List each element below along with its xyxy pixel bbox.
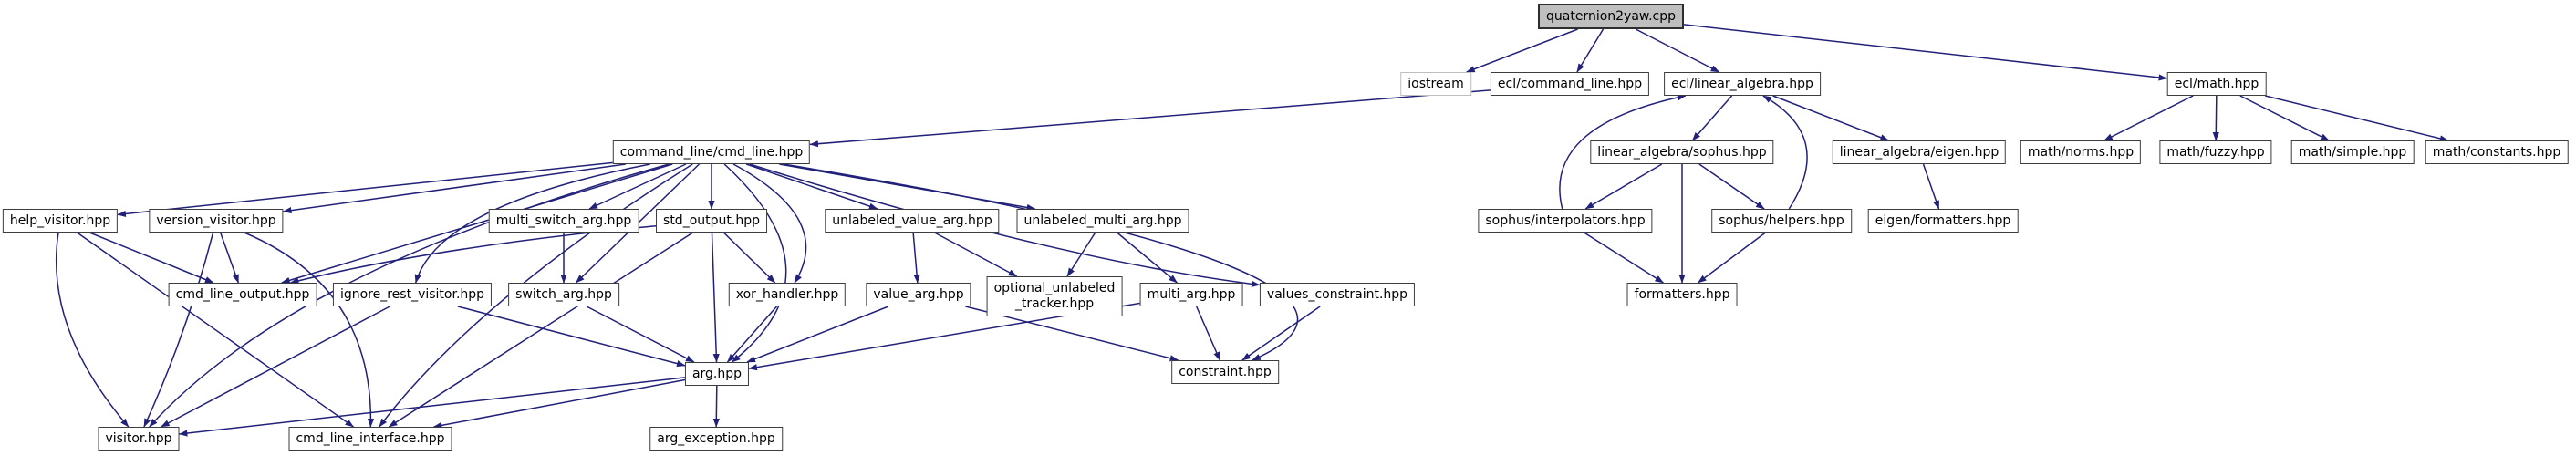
edge-sophus_helpers_hpp-to-formatters_hpp <box>1698 232 1766 284</box>
edge-cmd_line_hpp-to-cmd_line_interface_hpp <box>379 163 693 428</box>
edge-ecl_command_line_hpp-to-cmd_line_hpp <box>809 89 1491 148</box>
edge-version_visitor_hpp-to-visitor_hpp <box>143 232 214 428</box>
graph-node-value_arg_hpp[interactable]: value_arg.hpp <box>866 283 971 306</box>
edge-multi_arg_hpp-to-constraint_hpp <box>1195 306 1221 361</box>
graph-node-values_constraint_hpp[interactable]: values_constraint.hpp <box>1259 283 1416 306</box>
edge-cmd_line_hpp-to-visitor_hpp <box>149 163 670 428</box>
edge-std_output_hpp-to-cmd_line_interface_hpp <box>388 232 694 428</box>
graph-node-ecl_linear_algebra_hpp[interactable]: ecl/linear_algebra.hpp <box>1664 72 1821 96</box>
edge-cmd_line_hpp-to-xor_handler_hpp <box>732 163 807 284</box>
edge-values_constraint_hpp-to-constraint_hpp <box>1241 306 1321 361</box>
edge-switch_arg_hpp-to-arg_hpp <box>586 306 695 363</box>
graph-node-ecl_command_line_hpp[interactable]: ecl/command_line.hpp <box>1490 72 1650 96</box>
graph-node-cmd_line_hpp[interactable]: command_line/cmd_line.hpp <box>612 140 811 164</box>
edge-cmd_line_hpp-to-help_visitor_hpp <box>117 161 614 218</box>
graph-node-math_fuzzy_hpp[interactable]: math/fuzzy.hpp <box>2159 140 2272 164</box>
edge-help_visitor_hpp-to-cmd_line_output_hpp <box>88 232 214 284</box>
graph-node-switch_arg_hpp[interactable]: switch_arg.hpp <box>508 283 619 306</box>
edge-cmd_line_hpp-to-unlabeled_multi_arg_hpp <box>779 163 1036 211</box>
edge-cmd_line_hpp-to-version_visitor_hpp <box>282 163 626 214</box>
edge-value_arg_hpp-to-arg_hpp <box>746 306 889 363</box>
edge-ecl_math_hpp-to-math_norms_hpp <box>2103 95 2194 141</box>
edge-version_visitor_hpp-to-cmd_line_output_hpp <box>219 232 240 284</box>
edge-ecl_math_hpp-to-math_simple_hpp <box>2239 95 2330 141</box>
edge-ignore_rest_visitor_hpp-to-visitor_hpp <box>161 306 390 428</box>
edge-cmd_line_hpp-to-ignore_rest_visitor_hpp <box>414 163 650 284</box>
graph-node-unlabeled_value_arg_hpp[interactable]: unlabeled_value_arg.hpp <box>825 209 1000 233</box>
graph-node-arg_hpp[interactable]: arg.hpp <box>684 362 750 386</box>
graph-node-math_simple_hpp[interactable]: math/simple.hpp <box>2290 140 2415 164</box>
edge-ecl_linear_algebra_hpp-to-la_sophus_hpp <box>1691 95 1733 141</box>
edge-cmd_line_hpp-to-values_constraint_hpp <box>749 163 1261 287</box>
graph-node-help_visitor_hpp[interactable]: help_visitor.hpp <box>2 209 119 233</box>
graph-node-optional_unlabeled_tracker_hpp[interactable]: optional_unlabeled _tracker.hpp <box>986 276 1123 316</box>
graph-node-unlabeled_multi_arg_hpp[interactable]: unlabeled_multi_arg.hpp <box>1016 209 1189 233</box>
edge-cmd_line_hpp-to-multi_switch_arg_hpp <box>588 163 687 210</box>
edge-quaternion2yaw_cpp-to-ecl_math_hpp <box>1683 24 2168 81</box>
edge-unlabeled_value_arg_hpp-to-optional_unlabeled_tracker_hpp <box>934 232 1018 277</box>
edge-sophus_interpolators_hpp-to-ecl_linear_algebra_hpp <box>1559 94 1687 210</box>
graph-node-cmd_line_interface_hpp[interactable]: cmd_line_interface.hpp <box>288 427 452 451</box>
graph-node-math_constants_hpp[interactable]: math/constants.hpp <box>2425 140 2569 164</box>
edge-help_visitor_hpp-to-cmd_line_interface_hpp <box>77 232 354 428</box>
edge-quaternion2yaw_cpp-to-ecl_linear_algebra_hpp <box>1635 28 1720 73</box>
edge-arg_hpp-to-arg_exception_hpp <box>712 385 720 428</box>
edge-std_output_hpp-to-cmd_line_output_hpp <box>289 224 657 285</box>
edge-sophus_helpers_hpp-to-ecl_linear_algebra_hpp <box>1762 95 1808 210</box>
edge-xor_handler_hpp-to-arg_hpp <box>726 306 778 363</box>
edge-cmd_line_hpp-to-arg_hpp <box>723 163 787 363</box>
edge-std_output_hpp-to-arg_hpp <box>711 232 720 363</box>
graph-node-multi_arg_hpp[interactable]: multi_arg.hpp <box>1139 283 1243 306</box>
graph-node-ecl_math_hpp[interactable]: ecl/math.hpp <box>2166 72 2267 96</box>
edge-unlabeled_multi_arg_hpp-to-optional_unlabeled_tracker_hpp <box>1066 232 1096 277</box>
edge-sophus_interpolators_hpp-to-formatters_hpp <box>1584 232 1664 284</box>
edge-la_eigen_hpp-to-eigen_formatters_hpp <box>1922 163 1940 210</box>
edge-quaternion2yaw_cpp-to-iostream <box>1466 28 1578 73</box>
edge-unlabeled_value_arg_hpp-to-value_arg_hpp <box>912 232 920 284</box>
graph-node-arg_exception_hpp[interactable]: arg_exception.hpp <box>649 427 783 451</box>
graph-node-sophus_interpolators_hpp[interactable]: sophus/interpolators.hpp <box>1478 209 1653 233</box>
graph-node-la_sophus_hpp[interactable]: linear_algebra/sophus.hpp <box>1590 140 1774 164</box>
graph-node-version_visitor_hpp[interactable]: version_visitor.hpp <box>149 209 284 233</box>
graph-node-la_eigen_hpp[interactable]: linear_algebra/eigen.hpp <box>1832 140 2007 164</box>
edge-la_sophus_hpp-to-sophus_helpers_hpp <box>1698 163 1765 210</box>
graph-node-visitor_hpp[interactable]: visitor.hpp <box>98 427 180 451</box>
edge-arg_hpp-to-visitor_hpp <box>178 377 686 437</box>
edge-ignore_rest_visitor_hpp-to-arg_hpp <box>457 306 686 368</box>
graph-node-math_norms_hpp[interactable]: math/norms.hpp <box>2020 140 2142 164</box>
graph-node-std_output_hpp[interactable]: std_output.hpp <box>656 209 767 233</box>
edge-la_sophus_hpp-to-sophus_interpolators_hpp <box>1584 163 1663 210</box>
edge-help_visitor_hpp-to-visitor_hpp <box>55 232 130 428</box>
edge-version_visitor_hpp-to-cmd_line_interface_hpp <box>244 232 375 428</box>
graph-node-constraint_hpp[interactable]: constraint.hpp <box>1171 360 1279 384</box>
graph-node-iostream: iostream <box>1400 72 1471 96</box>
graph-node-eigen_formatters_hpp[interactable]: eigen/formatters.hpp <box>1867 209 2019 233</box>
edge-cmd_line_hpp-to-cmd_line_output_hpp <box>281 163 673 284</box>
edge-cmd_line_hpp-to-constraint_hpp <box>784 163 1299 361</box>
graph-node-sophus_helpers_hpp[interactable]: sophus/helpers.hpp <box>1711 209 1852 233</box>
edge-ecl_linear_algebra_hpp-to-la_eigen_hpp <box>1772 95 1889 141</box>
graph-node-cmd_line_output_hpp[interactable]: cmd_line_output.hpp <box>168 283 317 306</box>
edge-cmd_line_hpp-to-unlabeled_value_arg_hpp <box>745 163 878 210</box>
graph-node-xor_handler_hpp[interactable]: xor_handler.hpp <box>728 283 847 306</box>
edge-arg_hpp-to-cmd_line_interface_hpp <box>432 378 686 429</box>
graph-node-multi_switch_arg_hpp[interactable]: multi_switch_arg.hpp <box>488 209 639 233</box>
edge-ecl_math_hpp-to-math_fuzzy_hpp <box>2212 95 2219 141</box>
graph-node-quaternion2yaw_cpp: quaternion2yaw.cpp <box>1537 4 1685 29</box>
edge-unlabeled_multi_arg_hpp-to-multi_arg_hpp <box>1117 232 1178 284</box>
graph-node-ignore_rest_visitor_hpp[interactable]: ignore_rest_visitor.hpp <box>332 283 493 306</box>
edge-ecl_math_hpp-to-math_constants_hpp <box>2265 95 2449 142</box>
edge-std_output_hpp-to-xor_handler_hpp <box>722 232 776 284</box>
graph-node-formatters_hpp[interactable]: formatters.hpp <box>1626 283 1738 306</box>
edge-quaternion2yaw_cpp-to-ecl_command_line_hpp <box>1576 28 1605 73</box>
